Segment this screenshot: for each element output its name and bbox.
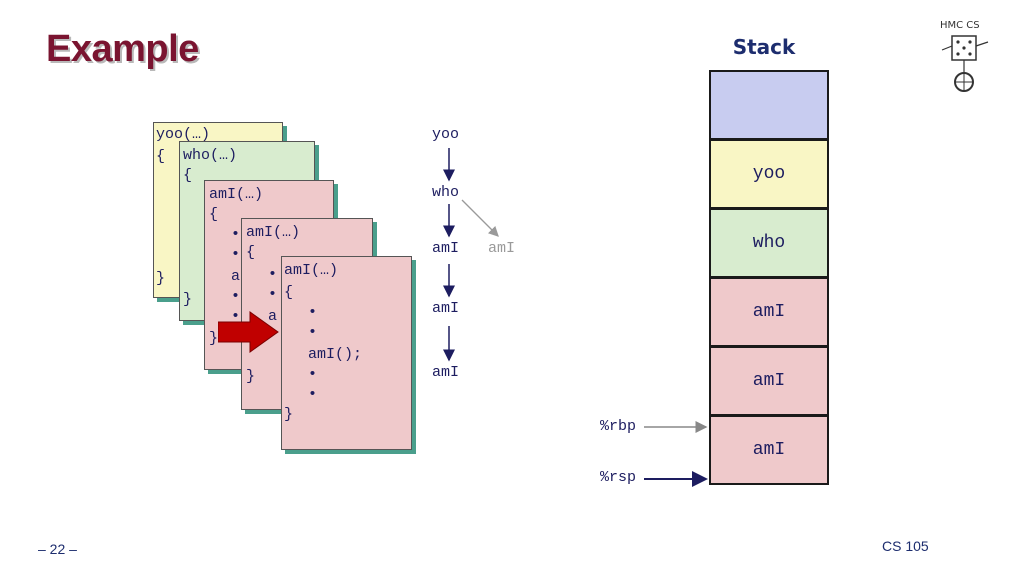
code-line: • [268,286,278,303]
hmc-cs-logo: HMC CS [940,20,989,92]
code-line: yoo(…) [156,126,211,143]
stack-frame-label: yoo [752,164,786,184]
call-item: who [432,184,460,201]
code-frame-ami-3: amI(…) { • • amI(); • • } [281,256,412,450]
code-line: } [156,270,166,287]
code-line: • [231,246,241,263]
code-line: amI(…) [284,262,339,279]
call-item: yoo [432,126,460,143]
code-line: amI(); [308,346,363,363]
code-line: who(…) [183,147,238,164]
code-line: • [268,266,278,283]
code-line: } [246,368,256,385]
code-line: • [308,304,318,321]
code-line: { [284,284,294,301]
code-line: • [308,386,318,403]
logo-text: HMC CS [940,20,980,31]
stack-heading: Stack [732,35,796,59]
stack-frame-label: who [752,233,786,253]
rsp-label: %rsp [600,469,637,486]
code-line: { [156,148,166,165]
code-line: amI(…) [209,186,264,203]
code-line: } [209,330,219,347]
stack-frame-ami: amI [709,346,829,416]
code-line: { [246,244,256,261]
returned-call: amI [488,240,516,257]
current-frame-arrow [218,311,279,353]
stack-frame-label: amI [752,302,786,322]
code-line: a [231,268,241,285]
register-arrows [644,421,708,487]
call-item: amI [432,240,460,257]
stack-frame-label: amI [752,440,786,460]
code-line: • [231,288,241,305]
code-line: } [284,406,294,423]
page-number: – 22 – [38,541,77,557]
slide-title: Example [46,28,199,70]
call-item: amI [432,364,460,381]
code-line: { [209,206,219,223]
call-arrows [443,148,499,362]
stack-frame-ami: amI [709,277,829,347]
code-line: • [231,226,241,243]
code-line: • [308,324,318,341]
call-item: amI [432,300,460,317]
code-line: • [231,308,241,325]
code-line: • [308,366,318,383]
code-line: amI(…) [246,224,301,241]
stack-frame-who: who [709,208,829,278]
code-line: a [268,308,278,325]
stack-frame-label: amI [752,371,786,391]
code-line: { [183,167,193,184]
rbp-label: %rbp [600,418,637,435]
course-label: CS 105 [882,538,929,554]
stack-frame-yoo: yoo [709,139,829,209]
code-line: } [183,291,193,308]
stack-frame-empty [709,70,829,140]
stack-frame-ami: amI [709,415,829,485]
